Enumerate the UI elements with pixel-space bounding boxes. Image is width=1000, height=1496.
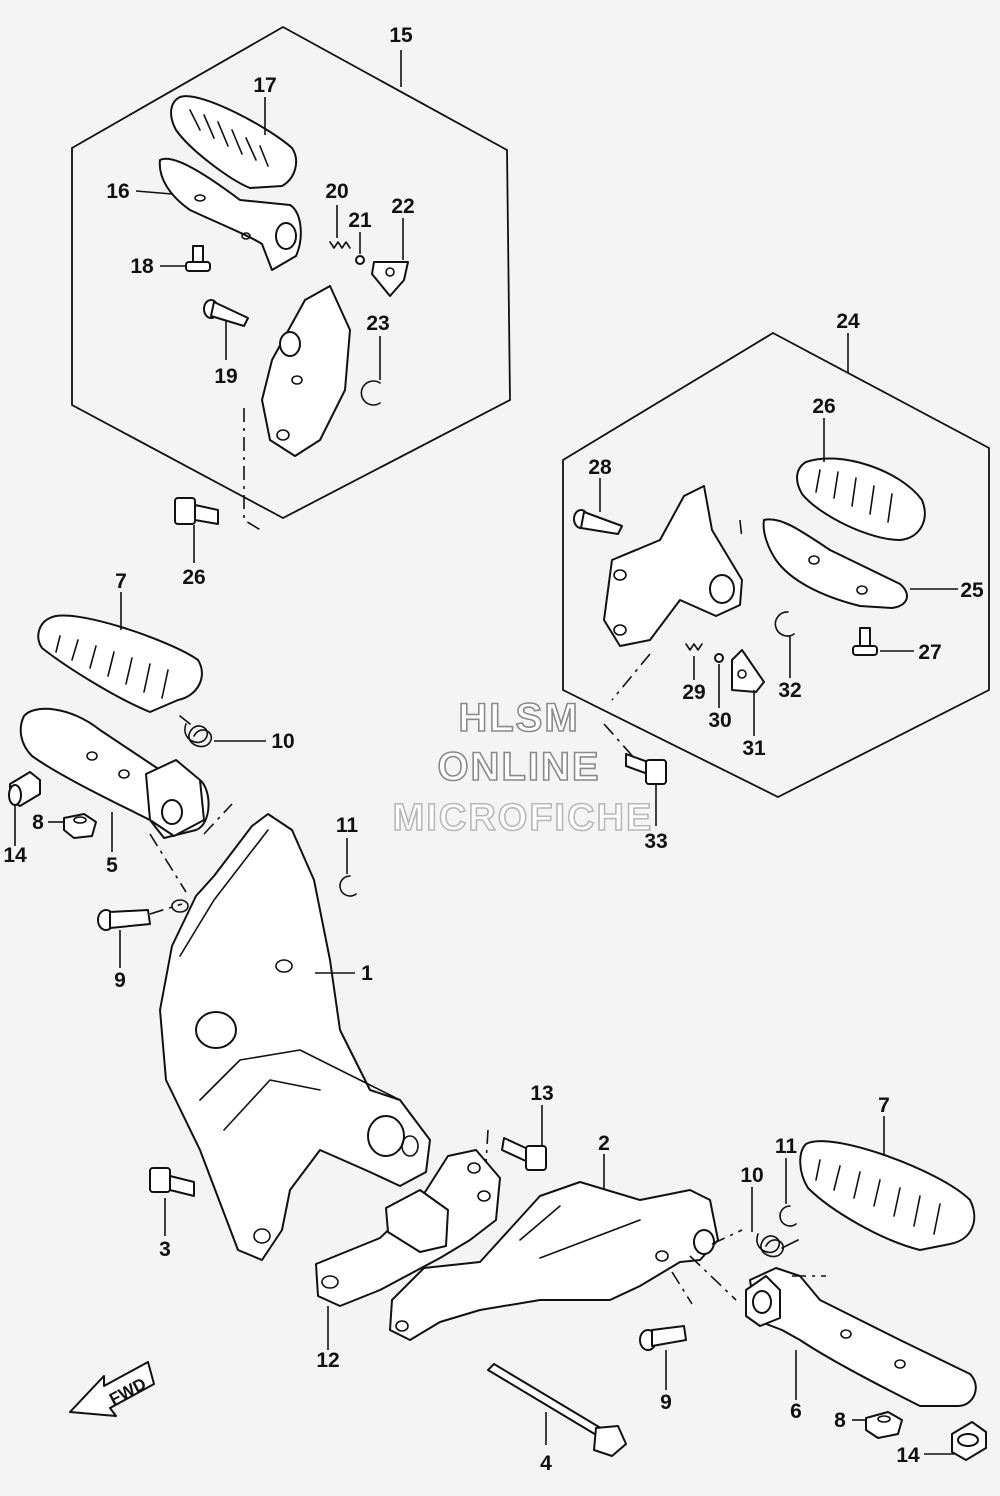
- callout-3: 3: [159, 1238, 171, 1261]
- nut-8-left: [63, 813, 97, 839]
- callout-21: 21: [348, 209, 372, 232]
- callout-33: 33: [644, 830, 667, 853]
- bolt-13: [501, 1137, 547, 1171]
- callout-31: 31: [742, 737, 766, 760]
- callout-20: 20: [325, 180, 348, 203]
- watermark-line-2: ONLINE: [437, 745, 600, 789]
- spring-29: [685, 643, 703, 651]
- stopper-14-right: [951, 1421, 987, 1461]
- callout-26-upper: 26: [182, 566, 205, 589]
- right-footpeg-bracket: [603, 485, 743, 647]
- footpeg-5: [19, 707, 210, 839]
- callout-8-right: 8: [834, 1409, 846, 1432]
- nut-8-right: [865, 1411, 903, 1439]
- callout-10-right: 10: [740, 1164, 763, 1187]
- e-clip-11-left: [339, 875, 357, 897]
- callout-25: 25: [960, 579, 984, 602]
- footpeg-bracket: [261, 285, 351, 457]
- lower-footrest-group: 13 2 7 11 10 12 9 6 8 4 14: [315, 1082, 987, 1475]
- forward-direction-arrow: FWD: [69, 1361, 155, 1417]
- bolt-3: [149, 1167, 195, 1197]
- spring-20: [329, 241, 351, 249]
- spring-10-right: [756, 1233, 799, 1258]
- pin-19: [203, 299, 249, 327]
- pin-9-right: [639, 1325, 687, 1351]
- callout-2: 2: [598, 1132, 610, 1155]
- callout-24: 24: [836, 310, 860, 333]
- pin-9-left: [97, 909, 151, 931]
- ball-21: [355, 255, 365, 265]
- callout-8-left: 8: [32, 811, 44, 834]
- assembly-15-frame: [71, 25, 511, 520]
- footpeg-rubber-7-left: [37, 614, 203, 713]
- callout-18: 18: [130, 255, 154, 278]
- callout-7-right: 7: [878, 1094, 890, 1117]
- long-bolt-4: [487, 1363, 627, 1457]
- stopper-14-left: [8, 771, 41, 807]
- callout-1: 1: [361, 962, 373, 985]
- plate-31: [731, 649, 765, 693]
- callout-9-left: 9: [114, 969, 126, 992]
- footpeg-rubber-7-right: [799, 1140, 976, 1251]
- e-clip-11-right: [779, 1205, 797, 1227]
- callout-22: 22: [391, 195, 414, 218]
- callout-4: 4: [540, 1452, 552, 1475]
- bracket-2: [389, 1181, 719, 1341]
- callout-17: 17: [253, 74, 276, 97]
- callout-27: 27: [918, 641, 941, 664]
- callout-7-left: 7: [115, 570, 127, 593]
- callout-12: 12: [316, 1349, 339, 1372]
- callout-13: 13: [530, 1082, 553, 1105]
- assembly-24-frame: [562, 331, 990, 799]
- footpeg-16: [158, 157, 302, 271]
- footpeg-rubber-26: [796, 457, 926, 541]
- callout-15: 15: [389, 24, 413, 47]
- callout-19: 19: [214, 365, 237, 388]
- callout-30: 30: [708, 709, 731, 732]
- assembly-15-group: 15 17 16 20 21 22 18 23 19 26: [71, 24, 511, 589]
- callout-26-right: 26: [812, 395, 835, 418]
- footpeg-25: [762, 518, 908, 609]
- callout-9-right: 9: [660, 1391, 672, 1414]
- bolt-27: [852, 627, 878, 656]
- callout-16: 16: [106, 180, 129, 203]
- footpeg-rubber-17: [170, 95, 298, 189]
- callout-5: 5: [106, 854, 118, 877]
- callout-32: 32: [778, 679, 801, 702]
- e-clip-23: [360, 380, 381, 406]
- footpeg-6: [745, 1267, 977, 1407]
- watermark-line-3: MICROFICHE: [393, 797, 654, 839]
- pin-28: [573, 509, 623, 535]
- callout-29: 29: [682, 681, 705, 704]
- callout-11-right: 11: [775, 1135, 798, 1158]
- assembly-24-group: 24 26 28 25 27 29 32 30 31 33: [562, 310, 990, 853]
- e-clip-32: [774, 611, 795, 637]
- callout-10-left: 10: [271, 730, 294, 753]
- bolt-26-upper: [174, 497, 219, 525]
- callout-11-left: 11: [336, 814, 359, 837]
- callout-28: 28: [588, 456, 612, 479]
- plate-22: [371, 261, 409, 297]
- main-bracket-1: [159, 813, 431, 1261]
- ball-30: [714, 653, 724, 663]
- callout-6: 6: [790, 1400, 802, 1423]
- spring-10-left: [179, 715, 213, 748]
- callout-23: 23: [366, 312, 389, 335]
- bolt-18: [185, 245, 211, 272]
- bolt-33: [625, 753, 667, 785]
- callout-14-left: 14: [3, 844, 27, 867]
- plate-12: [315, 1149, 501, 1307]
- watermark-line-1: HLSM: [458, 696, 579, 740]
- callout-14-right: 14: [896, 1444, 920, 1467]
- watermark: HLSM ONLINE MICROFICHE: [392, 695, 654, 840]
- left-footrest-group: 7 10 14 8 5 11 9 1 3: [3, 570, 431, 1261]
